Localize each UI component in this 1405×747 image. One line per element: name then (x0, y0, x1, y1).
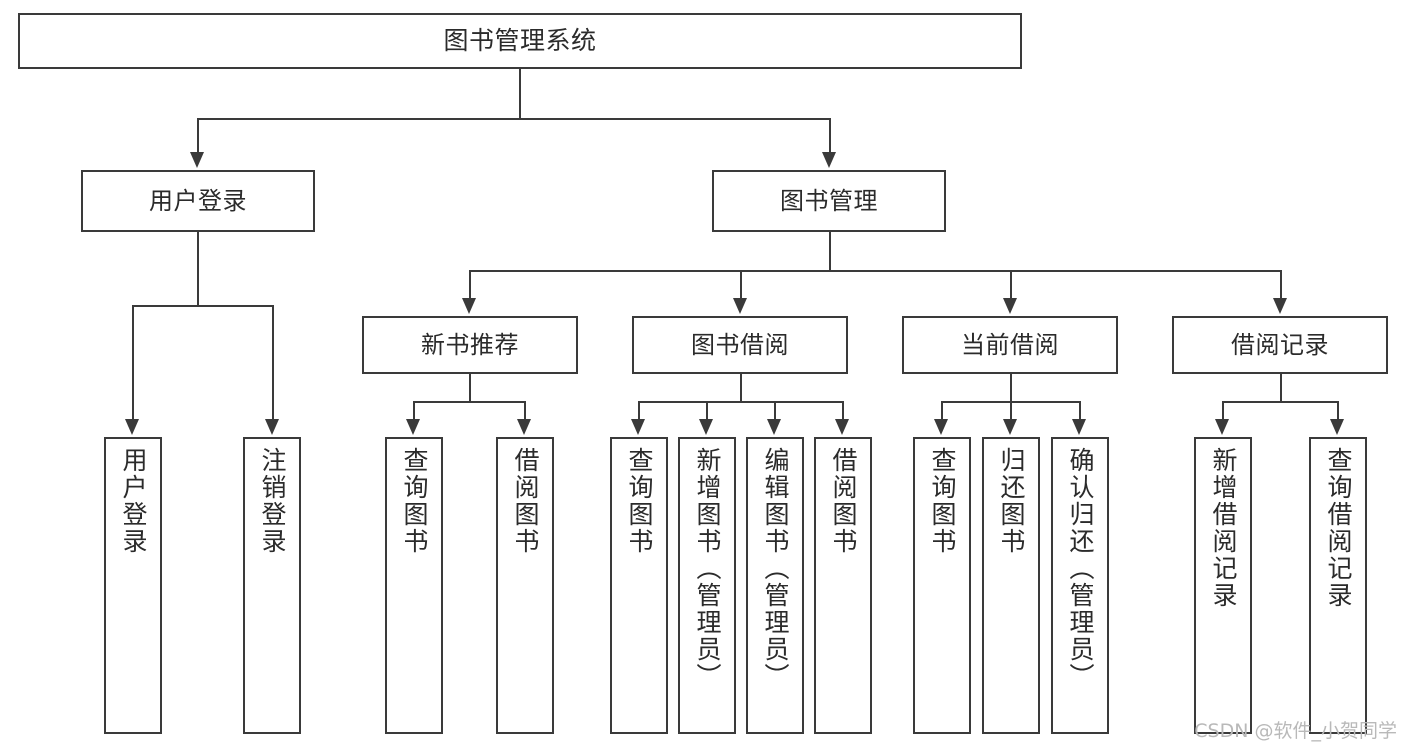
node-label: 新增图书（管理员） (693, 447, 722, 690)
leaf-br-add-record[interactable]: 新增借阅记录 (1194, 437, 1252, 734)
arrowhead-book-management (822, 152, 836, 168)
node-label: 当前借阅 (961, 331, 1059, 359)
leaf-bb-borrow-book[interactable]: 借阅图书 (814, 437, 872, 734)
node-current-borrow[interactable]: 当前借阅 (902, 316, 1118, 374)
connector-root-stem (519, 69, 521, 118)
leaf-bb-add-book-admin[interactable]: 新增图书（管理员） (678, 437, 736, 734)
leaf-nb-query-book[interactable]: 查询图书 (385, 437, 443, 734)
node-borrow-record[interactable]: 借阅记录 (1172, 316, 1388, 374)
node-label: 查询图书 (928, 447, 957, 555)
arrowhead-book-borrow (733, 298, 747, 314)
arrowhead-leaf-bb-1 (631, 419, 645, 435)
connector-drop-book-management (829, 118, 831, 154)
connector-user-login-stem (197, 232, 199, 305)
connector-level2-bus (197, 118, 831, 120)
leaf-cb-confirm-return-admin[interactable]: 确认归还（管理员） (1051, 437, 1109, 734)
connector-user-login-leaf-bus (132, 305, 273, 307)
connector-current-borrow-stem (1010, 374, 1012, 401)
leaf-cb-query-book[interactable]: 查询图书 (913, 437, 971, 734)
arrowhead-leaf-nb-2 (517, 419, 531, 435)
connector-drop-leaf-logout (272, 305, 274, 421)
node-label: 借阅图书 (829, 447, 858, 555)
node-book-borrow[interactable]: 图书借阅 (632, 316, 848, 374)
connector-drop-leaf-cb-3 (1079, 401, 1081, 421)
node-label: 确认归还（管理员） (1066, 447, 1095, 690)
node-label: 图书借阅 (691, 331, 789, 359)
connector-book-borrow-stem (740, 374, 742, 401)
arrowhead-user-login (190, 152, 204, 168)
node-label: 查询图书 (400, 447, 429, 555)
connector-drop-current-borrow (1010, 270, 1012, 300)
arrowhead-leaf-br-1 (1215, 419, 1229, 435)
arrowhead-leaf-cb-1 (934, 419, 948, 435)
node-label: 新书推荐 (421, 331, 519, 359)
leaf-cb-return-book[interactable]: 归还图书 (982, 437, 1040, 734)
arrowhead-leaf-logout (265, 419, 279, 435)
connector-borrow-record-leaf-bus (1222, 401, 1339, 403)
node-label: 图书管理系统 (443, 26, 597, 55)
arrowhead-new-book (462, 298, 476, 314)
node-label: 图书管理 (780, 187, 878, 215)
node-label: 用户登录 (119, 447, 148, 555)
node-user-login[interactable]: 用户登录 (81, 170, 315, 232)
connector-drop-leaf-cb-1 (941, 401, 943, 421)
arrowhead-leaf-bb-3 (767, 419, 781, 435)
leaf-bb-edit-book-admin[interactable]: 编辑图书（管理员） (746, 437, 804, 734)
connector-book-borrow-leaf-bus (638, 401, 843, 403)
leaf-user-login[interactable]: 用户登录 (104, 437, 162, 734)
connector-book-management-stem (829, 232, 831, 270)
arrowhead-leaf-bb-2 (699, 419, 713, 435)
connector-drop-leaf-bb-4 (842, 401, 844, 421)
node-label: 归还图书 (997, 447, 1026, 555)
connector-level3-bus (469, 270, 1280, 272)
leaf-logout[interactable]: 注销登录 (243, 437, 301, 734)
arrowhead-leaf-user-login (125, 419, 139, 435)
node-label: 查询图书 (625, 447, 654, 555)
connector-drop-new-book (469, 270, 471, 300)
arrowhead-leaf-cb-3 (1072, 419, 1086, 435)
connector-drop-leaf-br-1 (1222, 401, 1224, 421)
node-root-book-management-system[interactable]: 图书管理系统 (18, 13, 1022, 69)
connector-drop-leaf-user-login (132, 305, 134, 421)
arrowhead-borrow-record (1273, 298, 1287, 314)
csdn-watermark: CSDN @软件_小贺同学 (1194, 720, 1397, 742)
connector-new-book-leaf-bus (413, 401, 526, 403)
node-book-management[interactable]: 图书管理 (712, 170, 946, 232)
connector-drop-leaf-bb-1 (638, 401, 640, 421)
arrowhead-leaf-bb-4 (835, 419, 849, 435)
node-label: 编辑图书（管理员） (761, 447, 790, 690)
node-label: 查询借阅记录 (1324, 447, 1353, 609)
connector-drop-leaf-nb-2 (524, 401, 526, 421)
connector-drop-leaf-nb-1 (413, 401, 415, 421)
node-label: 借阅图书 (511, 447, 540, 555)
node-label: 注销登录 (258, 447, 287, 555)
connector-drop-book-borrow (740, 270, 742, 300)
arrowhead-leaf-cb-2 (1003, 419, 1017, 435)
node-new-book-recommend[interactable]: 新书推荐 (362, 316, 578, 374)
connector-drop-leaf-br-2 (1337, 401, 1339, 421)
arrowhead-leaf-nb-1 (406, 419, 420, 435)
connector-borrow-record-stem (1280, 374, 1282, 401)
node-label: 用户登录 (149, 187, 247, 215)
connector-drop-user-login (197, 118, 199, 154)
arrowhead-current-borrow (1003, 298, 1017, 314)
leaf-bb-query-book[interactable]: 查询图书 (610, 437, 668, 734)
connector-new-book-stem (469, 374, 471, 401)
connector-drop-leaf-cb-2 (1010, 401, 1012, 421)
connector-drop-borrow-record (1280, 270, 1282, 300)
node-label: 新增借阅记录 (1209, 447, 1238, 609)
leaf-br-query-record[interactable]: 查询借阅记录 (1309, 437, 1367, 734)
arrowhead-leaf-br-2 (1330, 419, 1344, 435)
node-label: 借阅记录 (1231, 331, 1329, 359)
connector-drop-leaf-bb-3 (774, 401, 776, 421)
leaf-nb-borrow-book[interactable]: 借阅图书 (496, 437, 554, 734)
connector-drop-leaf-bb-2 (706, 401, 708, 421)
